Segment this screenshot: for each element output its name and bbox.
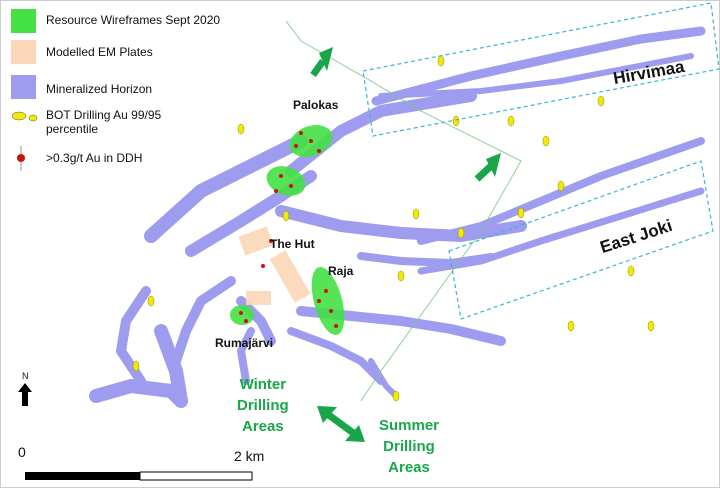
legend-yellow-lens-icon	[11, 111, 27, 121]
scale-bar	[25, 471, 253, 481]
hirvimaa-box	[362, 2, 720, 137]
double-arrow-icon	[323, 410, 359, 438]
em-plates	[238, 226, 311, 305]
bot-drilling-points	[132, 55, 655, 402]
arrow-up-icon	[319, 47, 333, 71]
east-joki-box	[448, 160, 714, 320]
scale-end-label: 2 km	[234, 448, 265, 464]
area-label-raja: Raja	[328, 264, 354, 278]
access-tracks	[285, 20, 522, 402]
area-label-the-hut: The Hut	[270, 237, 315, 251]
scale-start-label: 0	[18, 444, 26, 460]
area-label-palokas: Palokas	[293, 98, 339, 112]
green-arrows	[310, 47, 501, 442]
north-label: N	[22, 371, 29, 381]
legend-swatch-green	[11, 9, 36, 33]
legend-swatch-purple	[11, 75, 36, 99]
north-arrow-icon	[18, 383, 32, 406]
mineralized-horizons	[89, 26, 706, 408]
legend-swatch-peach	[11, 40, 36, 64]
drill-hole-dots	[239, 131, 338, 328]
area-label-rumajarvi: Rumajärvi	[215, 336, 274, 350]
target-boxes	[362, 2, 720, 320]
legend-red-dot-icon	[17, 154, 25, 162]
